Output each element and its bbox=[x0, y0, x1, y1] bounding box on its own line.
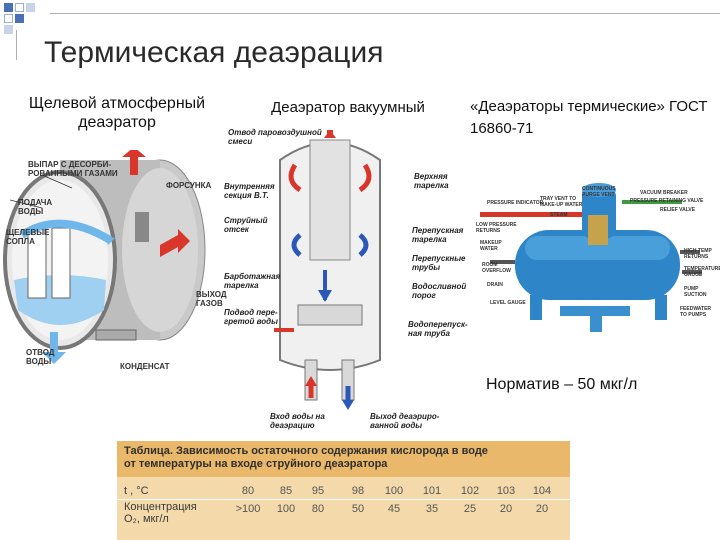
temperature-cell: 95 bbox=[311, 485, 325, 497]
label-r9: MAKEUP WATER bbox=[480, 240, 502, 252]
caption-vacuum-deaerator: Деаэратор вакуумный bbox=[271, 99, 425, 116]
label-r4: VACUUM BREAKER bbox=[640, 190, 688, 196]
label-water-out: ОТВОД ВОДЫ bbox=[26, 348, 55, 366]
temperature-cell: 101 bbox=[422, 485, 442, 497]
label-r1: PRESSURE INDICATOR bbox=[487, 200, 544, 206]
temperature-cell: 100 bbox=[384, 485, 404, 497]
label-nozzle: ФОРСУНКА bbox=[166, 181, 212, 190]
slide-title: Термическая деаэрация bbox=[44, 36, 384, 69]
table-header bbox=[117, 441, 570, 477]
table-title: Таблица. Зависимость остаточного содержа… bbox=[124, 445, 488, 470]
label-bubbling-tray: Барботажная тарелка bbox=[224, 272, 281, 290]
corner-square bbox=[4, 3, 13, 12]
concentration-cell: 25 bbox=[463, 503, 477, 515]
corner-square bbox=[15, 3, 24, 12]
table-separator bbox=[117, 499, 570, 500]
label-r8: LOW PRESSURE RETURNS bbox=[476, 222, 517, 234]
concentration-cell: 20 bbox=[535, 503, 549, 515]
label-r6: RELIEF VALVE bbox=[660, 207, 696, 213]
label-r12: LEVEL GAUGE bbox=[490, 300, 526, 306]
oxygen-norm: Норматив – 50 мкг/л bbox=[486, 376, 638, 393]
row-label-concentration: Концентрация O₂, мкг/л bbox=[124, 501, 197, 525]
concentration-cell: 45 bbox=[387, 503, 401, 515]
label-exhaust: ВЫПАР С ДЕСОРБИ- РОВАННЫМИ ГАЗАМИ bbox=[28, 160, 118, 178]
label-r11: DRAIN bbox=[487, 282, 503, 288]
temperature-cell: 102 bbox=[460, 485, 480, 497]
label-r16: FEEDWATER TO PUMPS bbox=[680, 306, 712, 318]
corner-square bbox=[4, 25, 13, 34]
temperature-cell: 104 bbox=[532, 485, 552, 497]
concentration-cell: 50 bbox=[351, 503, 365, 515]
label-water-threshold: Водосливной порог bbox=[412, 282, 467, 300]
label-jet-section: Струйный отсек bbox=[224, 216, 268, 234]
label-water-out-middle: Выход деаэриро- ванной воды bbox=[370, 412, 440, 430]
label-top-tray: Верхняя тарелка bbox=[414, 172, 449, 190]
label-superheated-water: Подвод пере- гретой воды bbox=[224, 308, 278, 326]
corner-square bbox=[15, 14, 24, 23]
label-slots: ЩЕЛЕВЫЕ СОПЛА bbox=[6, 228, 50, 246]
caption-slot-deaerator: Щелевой атмосферный деаэратор bbox=[28, 95, 206, 131]
concentration-cell: 80 bbox=[311, 503, 325, 515]
label-condensate: КОНДЕНСАТ bbox=[120, 362, 170, 371]
label-water-in-middle: Вход воды на деаэрацию bbox=[270, 412, 325, 430]
temperature-cell: 85 bbox=[279, 485, 293, 497]
label-r3: CONTINUOUS PURGE VENT bbox=[582, 186, 616, 198]
temperature-cell: 103 bbox=[496, 485, 516, 497]
label-r13: HIGH TEMP RETURNS bbox=[684, 248, 712, 260]
label-water-in: ПОДАЧА ВОДЫ bbox=[18, 198, 53, 216]
label-overflow-pipe: Водоперепуск- ная труба bbox=[408, 320, 468, 338]
concentration-cell: >100 bbox=[235, 503, 261, 515]
row-label-temperature: t , °C bbox=[124, 485, 149, 497]
label-r15: PUMP SUCTION bbox=[684, 286, 707, 298]
label-bypass-pipes: Перепускные трубы bbox=[412, 254, 466, 272]
concentration-cell: 20 bbox=[499, 503, 513, 515]
temperature-cell: 98 bbox=[351, 485, 365, 497]
vacuum-deaerator-illustration bbox=[274, 130, 381, 410]
label-gas-out: ВЫХОД ГАЗОВ bbox=[196, 290, 227, 308]
top-rule bbox=[50, 13, 720, 14]
temperature-cell: 80 bbox=[241, 485, 255, 497]
label-r14: TEMPERATURE GAUGE bbox=[684, 266, 720, 278]
caption-gost: «Деаэраторы термические» ГОСТ 16860-71 bbox=[470, 98, 708, 137]
left-rule bbox=[16, 30, 17, 60]
corner-square bbox=[26, 3, 35, 12]
label-steam-out: Отвод паровоздушной смеси bbox=[228, 128, 322, 146]
label-r10: ROOM OVERFLOW bbox=[482, 262, 511, 274]
slot-deaerator-illustration bbox=[3, 150, 206, 364]
concentration-cell: 35 bbox=[425, 503, 439, 515]
oxygen-table: Таблица. Зависимость остаточного содержа… bbox=[117, 441, 570, 540]
label-bypass-tray: Перепускная тарелка bbox=[412, 226, 464, 244]
label-r2: TRAY VENT TO MAKE-UP WATER bbox=[540, 196, 583, 208]
label-r5: PRESSURE RETAINING VALVE bbox=[630, 198, 704, 204]
gost-deaerator-illustration bbox=[480, 183, 702, 332]
label-r7: STEAM bbox=[550, 212, 568, 218]
concentration-cell: 100 bbox=[276, 503, 296, 515]
label-inner-section: Внутренняя секция В.Т. bbox=[224, 182, 275, 200]
corner-square bbox=[4, 14, 13, 23]
